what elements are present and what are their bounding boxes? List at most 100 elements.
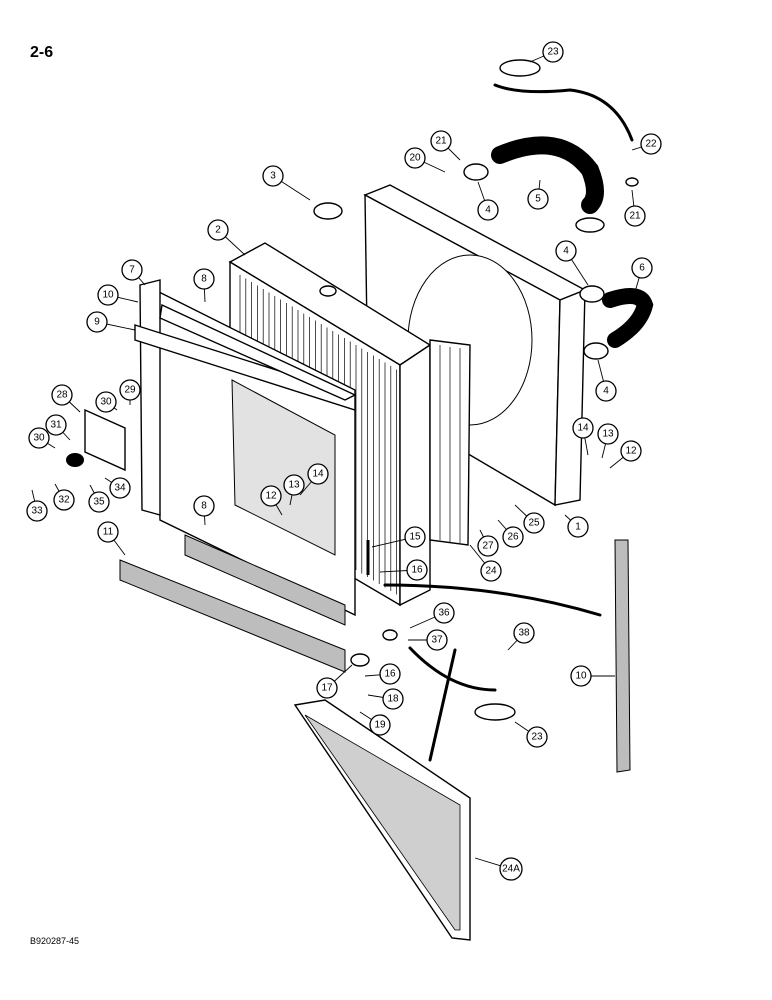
callout-c11: 11 — [97, 521, 119, 543]
callout-c24A: 24A — [499, 857, 523, 881]
callout-label: 10 — [102, 290, 114, 301]
callout-c12b: 12 — [260, 485, 282, 507]
callout-label: 7 — [129, 265, 135, 276]
callout-label: 13 — [602, 429, 614, 440]
callout-label: 12 — [625, 446, 637, 457]
callout-label: 26 — [507, 532, 519, 543]
callout-circle — [480, 560, 502, 582]
callout-label: 8 — [201, 274, 207, 285]
callout-circle — [631, 257, 653, 279]
callout-c19: 19 — [369, 714, 391, 736]
callout-label: 4 — [563, 246, 569, 257]
callout-circle — [382, 688, 404, 710]
callout-circle — [620, 440, 642, 462]
callout-circle — [283, 474, 305, 496]
callout-circle — [526, 726, 548, 748]
callout-label: 3 — [270, 171, 276, 182]
callout-circle — [430, 130, 452, 152]
callout-circle — [404, 526, 426, 548]
callout-c31: 31 — [45, 414, 67, 436]
callout-circle — [523, 512, 545, 534]
callout-label: 18 — [387, 694, 399, 705]
callout-c9: 9 — [86, 311, 108, 333]
callout-c21a: 21 — [430, 130, 452, 152]
callout-circle — [260, 485, 282, 507]
callout-c14b: 14 — [307, 463, 329, 485]
callout-circle — [119, 379, 141, 401]
callout-c24: 24 — [480, 560, 502, 582]
callout-circle — [433, 602, 455, 624]
callout-label: 33 — [31, 506, 43, 517]
callout-label: 21 — [629, 211, 641, 222]
callout-label: 19 — [374, 720, 386, 731]
callout-c21b: 21 — [624, 205, 646, 227]
callout-c35: 35 — [88, 491, 110, 513]
callout-label: 12 — [265, 491, 277, 502]
callout-c29: 29 — [119, 379, 141, 401]
callout-label: 27 — [482, 541, 494, 552]
callout-c13a: 13 — [597, 423, 619, 445]
callout-c23b: 23 — [526, 726, 548, 748]
callout-c15: 15 — [404, 526, 426, 548]
callout-circle — [262, 165, 284, 187]
callout-c8b: 8 — [193, 495, 215, 517]
callout-circle — [316, 677, 338, 699]
callout-c22: 22 — [640, 133, 662, 155]
callout-label: 24 — [485, 566, 497, 577]
callout-circle — [542, 41, 564, 63]
callout-label: 9 — [94, 317, 100, 328]
callout-label: 25 — [528, 518, 540, 529]
callout-circle — [307, 463, 329, 485]
callout-label: 36 — [438, 608, 450, 619]
callout-label: 22 — [645, 139, 657, 150]
callout-label: 8 — [201, 501, 207, 512]
callout-c4c: 4 — [595, 380, 617, 402]
callout-label: 20 — [409, 153, 421, 164]
callout-label: 17 — [321, 683, 333, 694]
callout-c32: 32 — [53, 489, 75, 511]
callout-circle — [426, 629, 448, 651]
callout-label: 30 — [100, 397, 112, 408]
callout-label: 2 — [215, 225, 221, 236]
callout-label: 6 — [639, 263, 645, 274]
callout-label: 14 — [312, 469, 324, 480]
callout-c14a: 14 — [572, 417, 594, 439]
callout-circle — [193, 268, 215, 290]
callout-circle — [26, 500, 48, 522]
callout-circle — [477, 199, 499, 221]
callout-circle — [567, 516, 589, 538]
callout-label: 23 — [547, 47, 559, 58]
callout-circle — [51, 384, 73, 406]
callout-label: 35 — [93, 497, 105, 508]
callout-label: 14 — [577, 423, 589, 434]
callout-c8a: 8 — [193, 268, 215, 290]
callout-label: 1 — [575, 522, 581, 533]
callout-c38: 38 — [513, 622, 535, 644]
callout-circle — [86, 311, 108, 333]
callout-c36: 36 — [433, 602, 455, 624]
callout-circle — [88, 491, 110, 513]
callout-label: 32 — [58, 495, 70, 506]
callout-c10a: 10 — [97, 284, 119, 306]
callout-c1: 1 — [567, 516, 589, 538]
callout-label: 4 — [603, 386, 609, 397]
callout-circle — [379, 663, 401, 685]
callout-circle — [502, 526, 524, 548]
callout-label: 13 — [288, 480, 300, 491]
callout-label: 30 — [33, 433, 45, 444]
callout-c6: 6 — [631, 257, 653, 279]
callout-c20: 20 — [404, 147, 426, 169]
callout-c26: 26 — [502, 526, 524, 548]
callout-c2: 2 — [207, 219, 229, 241]
callout-circle — [555, 240, 577, 262]
callout-circle — [95, 391, 117, 413]
callout-c25: 25 — [523, 512, 545, 534]
callout-circle — [207, 219, 229, 241]
callout-circle — [570, 665, 592, 687]
callout-c3: 3 — [262, 165, 284, 187]
callout-circle — [640, 133, 662, 155]
inner-screen — [231, 379, 336, 556]
callout-c4a: 4 — [477, 199, 499, 221]
callout-c7: 7 — [121, 259, 143, 281]
